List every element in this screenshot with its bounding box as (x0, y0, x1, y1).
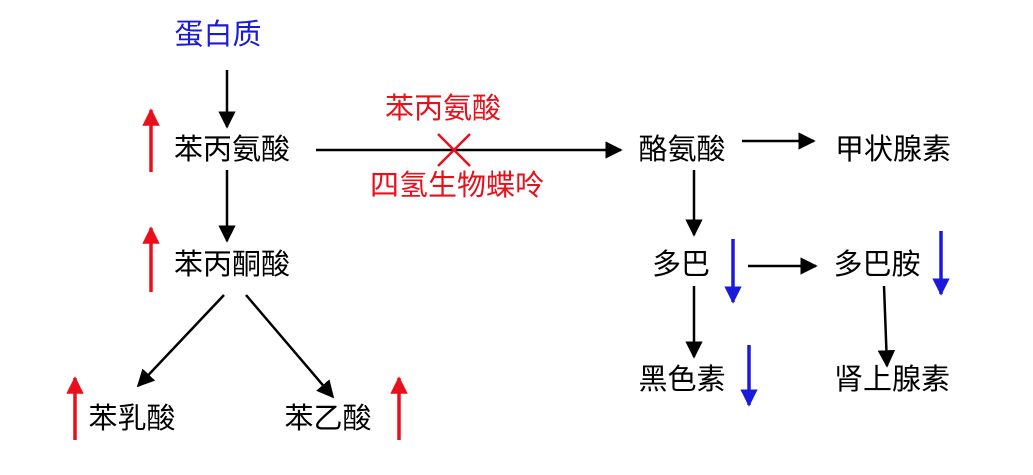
node-phenylpyruvic-acid: 苯丙酮酸 (174, 247, 290, 281)
arrow-phenylpyruvic-to-phenylacetic (245, 294, 335, 399)
node-tyrosine: 酪氨酸 (638, 132, 725, 166)
node-protein: 蛋白质 (174, 17, 261, 51)
node-dopamine: 多巴胺 (833, 247, 920, 281)
node-phenylalanine: 苯丙氨酸 (174, 132, 290, 166)
node-dopa: 多巴 (652, 247, 710, 281)
node-thyroxine: 甲状腺素 (835, 132, 951, 166)
node-melanin: 黑色素 (638, 362, 725, 396)
blocked-cofactor-label: 四氢生物蝶呤 (370, 168, 544, 202)
node-phenyllactic-acid: 苯乳酸 (88, 401, 175, 435)
node-phenylacetic-acid: 苯乙酸 (284, 401, 371, 435)
blocked-enzyme-label: 苯丙氨酸 (385, 91, 501, 125)
arrow-phenylpyruvic-to-phenyllactic (136, 294, 225, 388)
block-cross-icon (437, 133, 471, 167)
node-adrenaline: 肾上腺素 (834, 362, 950, 396)
arrow-dopamine-to-adrenaline (877, 285, 896, 368)
